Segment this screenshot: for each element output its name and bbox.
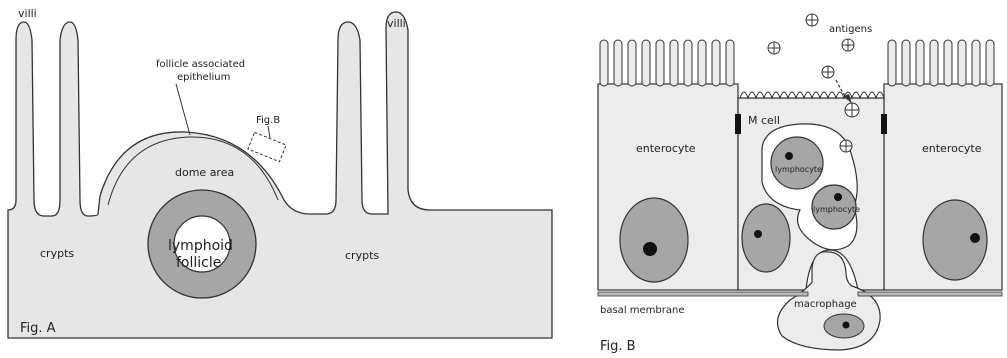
- m-cell-microfolds: [740, 92, 884, 98]
- fig-b-diagram: antigens M cell enterocyte enterocyte ly…: [598, 14, 1002, 354]
- lymphoid-label-line2: follicle: [176, 255, 221, 271]
- lymphocyte-label-1: lymphocyte: [775, 165, 822, 174]
- fig-b-reference-label: Fig.B: [256, 115, 280, 126]
- fae-label-line2: epithelium: [177, 72, 230, 83]
- villi-label-right: villi: [387, 17, 406, 30]
- lymphocyte-1-nucleus: [785, 152, 793, 160]
- tissue-body: [8, 12, 552, 338]
- microvilli-right: [888, 40, 994, 86]
- antigen-icon: [806, 14, 818, 26]
- enterocyte-right-label: enterocyte: [922, 142, 982, 155]
- m-cell-nucleus: [742, 204, 790, 272]
- crypts-label-right: crypts: [345, 249, 379, 262]
- crypts-label-left: crypts: [40, 247, 74, 260]
- enterocyte-left-nucleolus: [643, 242, 657, 256]
- antigens-label: antigens: [829, 24, 872, 35]
- macrophage-label: macrophage: [794, 299, 857, 310]
- fig-b-caption: Fig. B: [600, 339, 636, 354]
- macrophage-nucleolus: [843, 322, 850, 329]
- figb-pointer: [268, 126, 270, 138]
- basal-membrane-label: basal membrane: [600, 305, 684, 316]
- fae-pointer: [176, 84, 190, 135]
- dome-area-label: dome area: [175, 166, 234, 179]
- enterocyte-left-label: enterocyte: [636, 142, 696, 155]
- m-cell-label: M cell: [748, 114, 780, 127]
- fig-a-caption: Fig. A: [20, 321, 56, 336]
- enterocyte-left-nucleus: [620, 198, 688, 282]
- microvilli-left: [600, 40, 734, 86]
- basal-membrane-left: [598, 292, 808, 296]
- m-cell-nucleolus: [754, 230, 762, 238]
- enterocyte-right-nucleolus: [970, 233, 980, 243]
- antigen-icon: [842, 39, 854, 51]
- antigen-icon: [822, 66, 834, 78]
- basal-membrane-right: [858, 292, 1002, 296]
- lymphoid-label-line1: lymphoid: [168, 238, 233, 254]
- antigen-icon: [768, 42, 780, 54]
- fig-a-diagram: villi villi follicle associated epitheli…: [8, 7, 552, 338]
- tight-junction-right: [881, 114, 887, 134]
- lymphocyte-2-nucleus: [834, 193, 842, 201]
- lymphocyte-label-2: lymphocyte: [813, 205, 860, 214]
- villi-label-left: villi: [18, 7, 37, 20]
- fig-b-region-box: [248, 132, 286, 161]
- antigen-icon: [845, 103, 859, 117]
- fae-label-line1: follicle associated: [156, 59, 245, 70]
- antigen-icon: [840, 140, 852, 152]
- lymphocyte-1: [771, 137, 823, 189]
- tight-junction-left: [735, 114, 741, 134]
